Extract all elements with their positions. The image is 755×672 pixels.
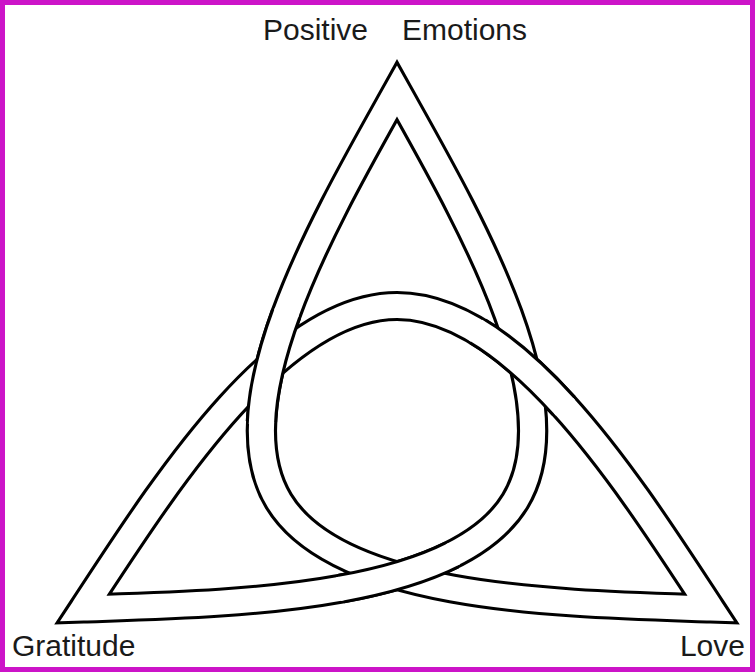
- corner-label: Love: [680, 628, 745, 664]
- over-crossing-fill: [83, 91, 710, 609]
- band-fill: [83, 91, 710, 609]
- corner-label: Positive: [263, 12, 368, 48]
- corner-label: Gratitude: [12, 628, 135, 664]
- label-holder: Gratitude: [12, 628, 135, 664]
- label-holder: Love: [680, 628, 745, 664]
- corner-label: Emotions: [402, 12, 527, 48]
- knot-band: [83, 91, 710, 609]
- label-holder: Emotions: [402, 12, 527, 48]
- over-crossing-outline: [83, 91, 710, 609]
- band-outline: [83, 91, 710, 609]
- label-holder: Positive: [263, 12, 368, 48]
